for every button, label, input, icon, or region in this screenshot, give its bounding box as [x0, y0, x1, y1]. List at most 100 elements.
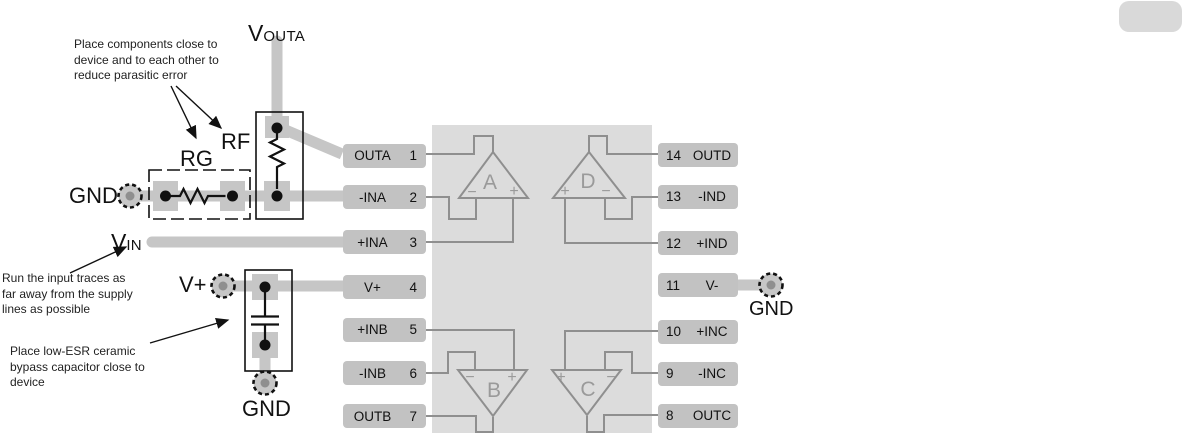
pin-4-vplus: V+4 [343, 275, 426, 299]
joint-dot [259, 339, 271, 351]
rg-outline [148, 169, 251, 220]
pin-name: OUTA [354, 148, 391, 163]
pin-3-ina-plus: +INA 3 [343, 230, 426, 254]
schematic-components [165, 128, 287, 345]
gnd-left-label: GND [69, 183, 118, 208]
opamp-c-minus-sign: − [606, 369, 615, 386]
pin-12-ind-plus: 12 +IND [658, 231, 738, 255]
opamp-labels: A D B C − + + − − + + − [465, 170, 615, 402]
opamp-c-triangle [549, 369, 624, 417]
opamp-d-triangle [550, 150, 628, 199]
gnd-via-bottom [252, 370, 278, 396]
pin-number: 9 [666, 366, 674, 381]
opamp-c-plus-route [564, 330, 658, 369]
arrow-to-rf [175, 85, 223, 129]
vouta-label-sub: OUTA [263, 28, 306, 45]
pin-number: 14 [666, 147, 682, 163]
opamp-b-letter: B [487, 379, 501, 402]
arrow-to-capacitor [149, 317, 230, 344]
pin-14-outd: 14 OUTD [658, 143, 738, 167]
pin-number: 2 [409, 189, 417, 205]
joint-dot [259, 281, 271, 293]
opamp-a-plus-sign: + [509, 183, 518, 200]
pin-number: 7 [409, 408, 417, 424]
pin-name: -INC [698, 366, 726, 381]
opamp-b-plus-sign: + [507, 369, 516, 386]
opamp-c-out-route [586, 414, 658, 433]
joint-dot [271, 190, 283, 202]
pin-name: +INA [357, 234, 388, 250]
joint-dot [227, 190, 238, 202]
vin-label: VIN [111, 229, 142, 256]
solder-joints [160, 122, 283, 351]
bypass-capacitor-symbol [251, 287, 279, 345]
opamp-d-plus-route [564, 199, 658, 244]
opamp-a-letter: A [483, 171, 497, 194]
vplus-via [210, 273, 236, 299]
opamp-a-triangle [457, 150, 531, 199]
pin-name: +INC [696, 324, 728, 339]
arrow-to-rg [170, 85, 197, 140]
rf-outline [255, 111, 304, 220]
opamp-b-minus-sign: − [465, 369, 474, 386]
component-outlines [148, 111, 304, 372]
ic-internal-routing [421, 135, 658, 433]
pin-name: +IND [696, 235, 728, 251]
arrow-to-vin [69, 246, 128, 274]
gnd-bottom-label: GND [242, 396, 291, 421]
joint-dot [160, 190, 171, 202]
vias [117, 183, 784, 396]
ic-body [432, 125, 652, 433]
pin-name: -IND [698, 189, 726, 204]
pin-2-ina-minus: -INA 2 [343, 185, 426, 209]
rg-label: RG [180, 146, 213, 171]
vouta-label-main: V [248, 20, 264, 46]
pin-name: -INA [359, 189, 386, 205]
opamp-b-plus-route [421, 329, 515, 369]
note-input-traces: Run the input traces as far away from th… [2, 271, 133, 316]
pin-13-ind-minus: 13 -IND [658, 184, 738, 209]
vin-label-main: V [111, 229, 127, 255]
opamp-c-minus-route [604, 351, 658, 374]
pin-number: 10 [666, 324, 682, 339]
annotation-arrows [69, 85, 230, 344]
opamp-c-letter: C [580, 378, 595, 401]
pin-9-inc-minus: 9 -INC [658, 361, 738, 386]
top-right-pill-button[interactable] [1119, 1, 1182, 32]
gnd-via-right [758, 272, 784, 298]
pin-number: 3 [409, 234, 417, 250]
pin-name: +INB [357, 322, 388, 337]
opamp-b-minus-route [421, 351, 476, 374]
gnd-via-left [117, 183, 143, 209]
pin-name: V+ [364, 279, 381, 295]
opamp-c-plus-sign: + [556, 369, 565, 386]
note-bypass-cap: Place low-ESR ceramic bypass capacitor c… [10, 344, 145, 389]
pin-10-inc-plus: 10 +INC [658, 319, 738, 344]
opamp-d-letter: D [580, 170, 595, 193]
opamp-a-minus-sign: − [467, 184, 476, 201]
rf-label: RF [221, 129, 251, 154]
vin-label-sub: IN [126, 237, 142, 254]
opamp-b-out-route [421, 415, 494, 433]
opamp-a-plus-route [421, 199, 514, 243]
opamp-a-out-route [421, 135, 494, 155]
opamp-b-triangle [455, 369, 529, 418]
pin-number: 13 [666, 189, 682, 204]
pin-number: 12 [666, 235, 682, 251]
joint-dot [271, 122, 283, 134]
opamp-a-minus-route [421, 196, 477, 220]
pin-name: OUTC [692, 408, 732, 423]
gnd-right-label: GND [749, 298, 794, 320]
pin-name: OUTB [353, 408, 392, 424]
vplus-label: V+ [179, 272, 207, 297]
opamp-d-out-route [588, 135, 658, 155]
pin-name: -INB [359, 365, 386, 381]
pin-name: OUTD [692, 147, 732, 163]
opamp-d-plus-sign: + [560, 183, 569, 200]
